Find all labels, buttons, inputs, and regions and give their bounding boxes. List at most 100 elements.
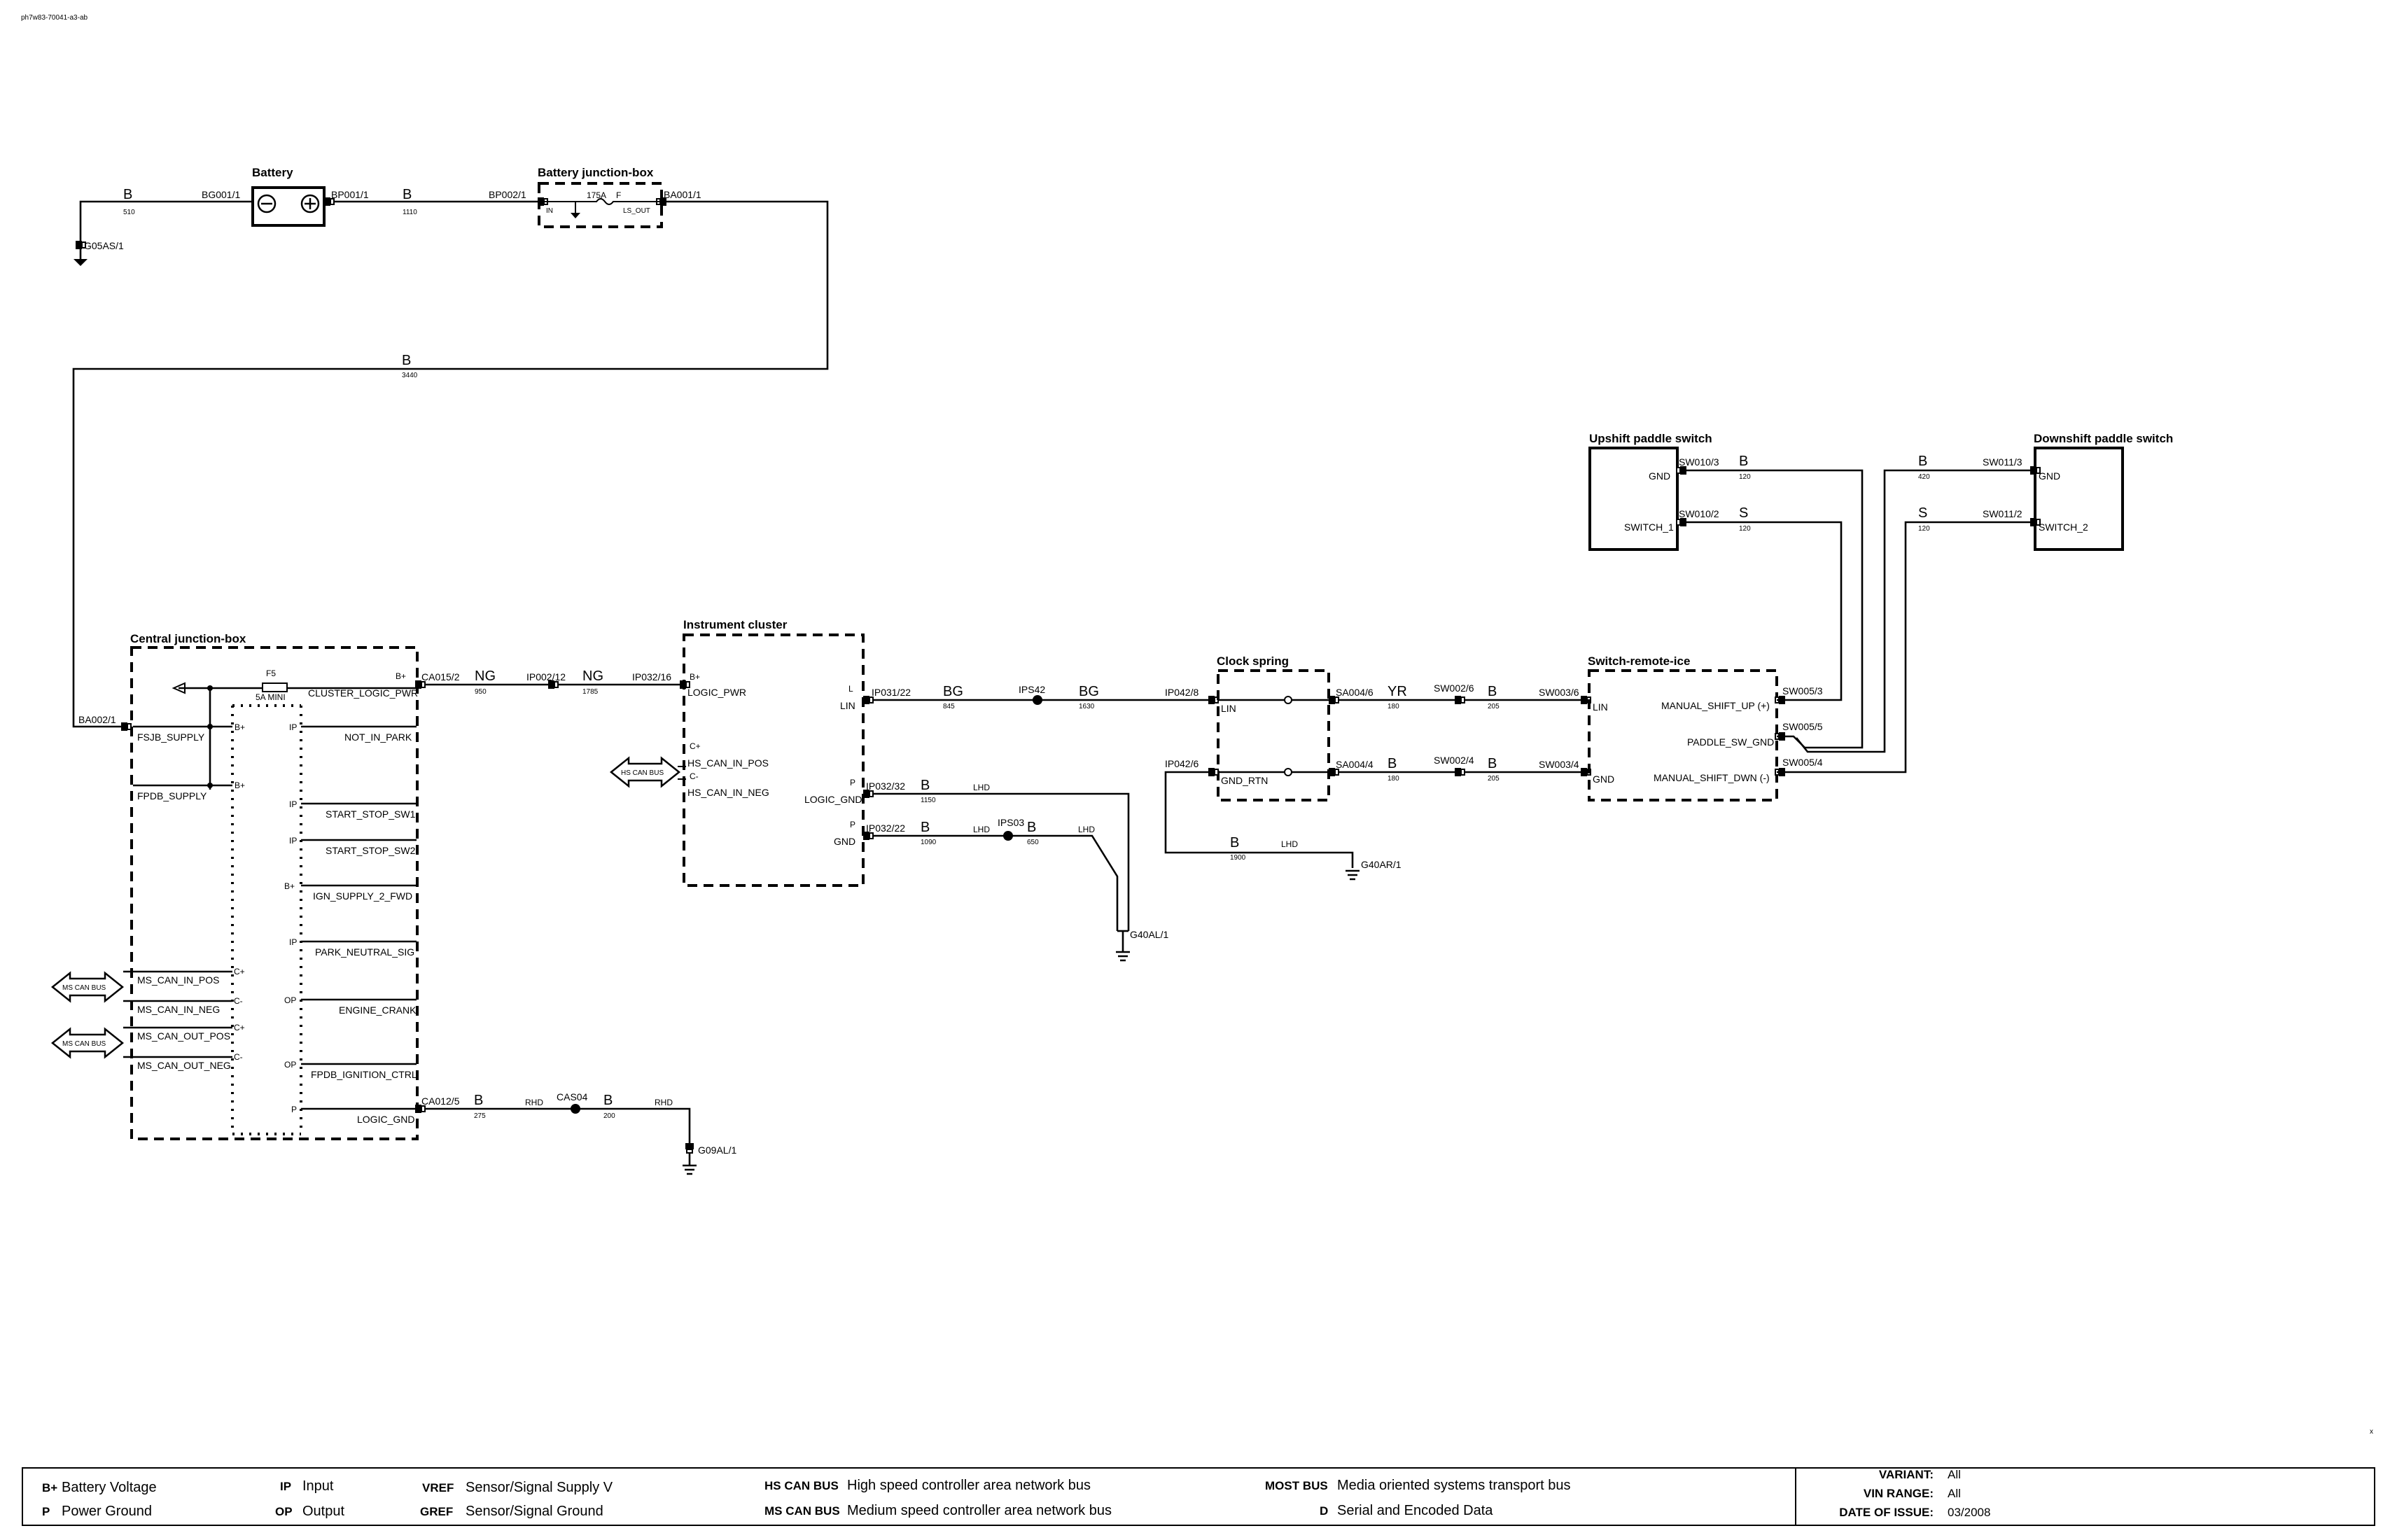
wire-color-1150: B bbox=[921, 778, 930, 793]
cjb-type-op-2: OP bbox=[284, 1060, 296, 1070]
wire-num-120a: 120 bbox=[1739, 473, 1751, 481]
cjb-title: Central junction-box bbox=[130, 632, 246, 645]
bjb-fuse-rating: 175A bbox=[587, 190, 606, 200]
cjb-pin-engine-crank: ENGINE_CRANK bbox=[339, 1004, 417, 1016]
cjb-type-ip-3: IP bbox=[289, 836, 297, 846]
sheet-id: ph7w83-70041-a3-ab bbox=[21, 14, 88, 22]
cluster-type-l: L bbox=[848, 684, 853, 694]
wire-num-3440: 3440 bbox=[402, 372, 418, 379]
downshift-title: Downshift paddle switch bbox=[2034, 432, 2173, 445]
ms-can-bus-label-1: MS CAN BUS bbox=[62, 984, 106, 992]
cjb-pin-ms-can-in-pos: MS_CAN_IN_POS bbox=[137, 974, 219, 986]
cjb-ground-wiring: CA012/5 B 275 RHD CAS04 B 200 RHD G09AL/… bbox=[414, 1091, 736, 1175]
legend-code-4: VREF bbox=[422, 1481, 454, 1494]
wire-color-205b: B bbox=[1488, 756, 1497, 771]
conn-bp001-1: BP001/1 bbox=[331, 189, 369, 200]
ground-g40al-1: G40AL/1 bbox=[1130, 929, 1168, 940]
battery-minus-icon bbox=[257, 194, 277, 214]
fuse-f5 bbox=[262, 682, 288, 692]
wire-note-1900: LHD bbox=[1281, 839, 1298, 849]
cjb-pin-logic-gnd: LOGIC_GND bbox=[357, 1114, 414, 1125]
central-junction-box: Central junction-box BA002/1 F5 5A MINI … bbox=[50, 632, 419, 1140]
hs-can-bus-arrow: HS CAN BUS bbox=[609, 756, 681, 788]
conn-ca015-2: CA015/2 bbox=[421, 671, 460, 682]
cluster-type-bplus: B+ bbox=[690, 672, 700, 682]
conn-sw010-3: SW010/3 bbox=[1679, 456, 1719, 468]
cluster-title: Instrument cluster bbox=[683, 618, 788, 631]
downshift-pin-gnd: GND bbox=[2039, 470, 2060, 482]
legend-text-7: Medium speed controller area network bus bbox=[847, 1503, 1112, 1518]
wire-num-120b: 120 bbox=[1739, 525, 1751, 533]
wire-color-1630: BG bbox=[1079, 684, 1099, 699]
wire-note-1090: LHD bbox=[973, 825, 990, 834]
conn-sw005-3: SW005/3 bbox=[1782, 685, 1823, 696]
wire-color-845: BG bbox=[943, 684, 963, 699]
wire-color-420: B bbox=[1918, 454, 1927, 469]
conn-sw005-4: SW005/4 bbox=[1782, 757, 1823, 768]
fuse-f5-rating: 5A MINI bbox=[256, 692, 286, 702]
cjb-can-pins: MS_CAN_IN_POS C+ MS_CAN_IN_NEG C- MS_CAN… bbox=[123, 967, 245, 1071]
supply-arrow-icon bbox=[172, 682, 186, 694]
conn-ip042-6: IP042/6 bbox=[1165, 758, 1199, 769]
switch-remote-ice: Switch-remote-ice LIN GND MANUAL_SHIFT_U… bbox=[1588, 654, 1823, 802]
legend-variant: All bbox=[1948, 1468, 1961, 1481]
cjb-pin-start-stop-sw2: START_STOP_SW2 bbox=[326, 845, 416, 856]
cjb-pin-ms-can-out-neg: MS_CAN_OUT_NEG bbox=[137, 1060, 231, 1071]
conn-ip032-32: IP032/32 bbox=[866, 780, 905, 792]
wire-color-180yr: YR bbox=[1388, 684, 1407, 699]
legend-date: 03/2008 bbox=[1948, 1506, 1990, 1519]
cjb-pin-fpdb-ign-ctrl: FPDB_IGNITION_CTRL bbox=[311, 1069, 417, 1080]
legend-code-8: MOST BUS bbox=[1265, 1479, 1328, 1492]
cjb-cluster-wiring: CA015/2 NG 950 IP002/12 NG 1785 IP032/16 bbox=[414, 668, 690, 696]
conn-ip032-22: IP032/22 bbox=[866, 822, 905, 834]
downshift-paddle-switch: Downshift paddle switch GND SWITCH_2 SW0… bbox=[1918, 432, 2173, 551]
bjb-out-pin: LS_OUT bbox=[623, 207, 650, 215]
wire-color-3440: B bbox=[402, 353, 411, 368]
legend-text-1: Power Ground bbox=[62, 1504, 152, 1519]
wire-note-1150: LHD bbox=[973, 783, 990, 792]
lin-wiring: IP031/22 BG 845 IPS42 BG 1630 IP042/8 bbox=[862, 684, 1219, 710]
legend-code-6: HS CAN BUS bbox=[764, 1479, 839, 1492]
cjb-pin-ms-can-in-neg: MS_CAN_IN_NEG bbox=[137, 1004, 220, 1015]
wire-color-275: B bbox=[474, 1093, 483, 1108]
battery-title: Battery bbox=[252, 166, 293, 179]
conn-sw010-2: SW010/2 bbox=[1679, 508, 1719, 519]
wire-num-420: 420 bbox=[1918, 473, 1930, 481]
conn-sw011-3: SW011/3 bbox=[1983, 456, 2022, 468]
wire-color-1900: B bbox=[1230, 835, 1239, 850]
sri-pin-paddle-gnd: PADDLE_SW_GND bbox=[1687, 736, 1774, 748]
ground-g09al-1: G09AL/1 bbox=[698, 1144, 736, 1156]
wire-num-1785: 1785 bbox=[582, 688, 599, 696]
bjb-fuse-type: F bbox=[616, 190, 621, 200]
wire-color-200: B bbox=[603, 1093, 613, 1108]
wire-color-180b: B bbox=[1388, 756, 1397, 771]
legend-code-3: OP bbox=[275, 1505, 293, 1518]
wire-num-650: 650 bbox=[1027, 839, 1039, 846]
cjb-right-pins: IP NOT_IN_PARK IP START_STOP_SW1 IP STAR… bbox=[284, 722, 417, 1125]
conn-bg001-1: BG001/1 bbox=[202, 189, 240, 200]
cluster-type-cminus: C- bbox=[690, 771, 699, 781]
legend-code-7: MS CAN BUS bbox=[764, 1504, 840, 1518]
sri-pin-gnd: GND bbox=[1593, 774, 1614, 785]
sri-pin-lin: LIN bbox=[1593, 701, 1608, 713]
cjb-pin-fpdb-supply: FPDB_SUPPLY bbox=[137, 790, 207, 802]
legend-code-2: IP bbox=[280, 1480, 291, 1493]
cluster-pin-lin: LIN bbox=[840, 700, 855, 711]
ms-can-bus-label-2: MS CAN BUS bbox=[62, 1040, 106, 1048]
conn-sw002-4: SW002/4 bbox=[1434, 755, 1474, 766]
wire-num-1630: 1630 bbox=[1079, 703, 1095, 710]
ground-g05as-1: G05AS/1 bbox=[84, 240, 124, 251]
wire-color-1090: B bbox=[921, 820, 930, 835]
wire-num-950: 950 bbox=[475, 688, 487, 696]
upshift-pin-switch1: SWITCH_1 bbox=[1624, 522, 1674, 533]
conn-sw003-4: SW003/4 bbox=[1539, 759, 1579, 770]
sri-pin-down: MANUAL_SHIFT_DWN (-) bbox=[1654, 772, 1770, 783]
sri-title: Switch-remote-ice bbox=[1588, 654, 1690, 668]
ground-symbol-g40al bbox=[1116, 951, 1130, 962]
cjb-type-bplus-0: B+ bbox=[396, 671, 406, 681]
wire-num-180b: 180 bbox=[1388, 775, 1399, 783]
battery-section: B 510 BG001/1 G05AS/1 Battery BP001/1 B … bbox=[72, 166, 829, 728]
wire-num-205b: 205 bbox=[1488, 775, 1500, 783]
legend-code-9: D bbox=[1320, 1504, 1328, 1518]
cjb-type-cminus-2: C- bbox=[234, 1052, 243, 1062]
